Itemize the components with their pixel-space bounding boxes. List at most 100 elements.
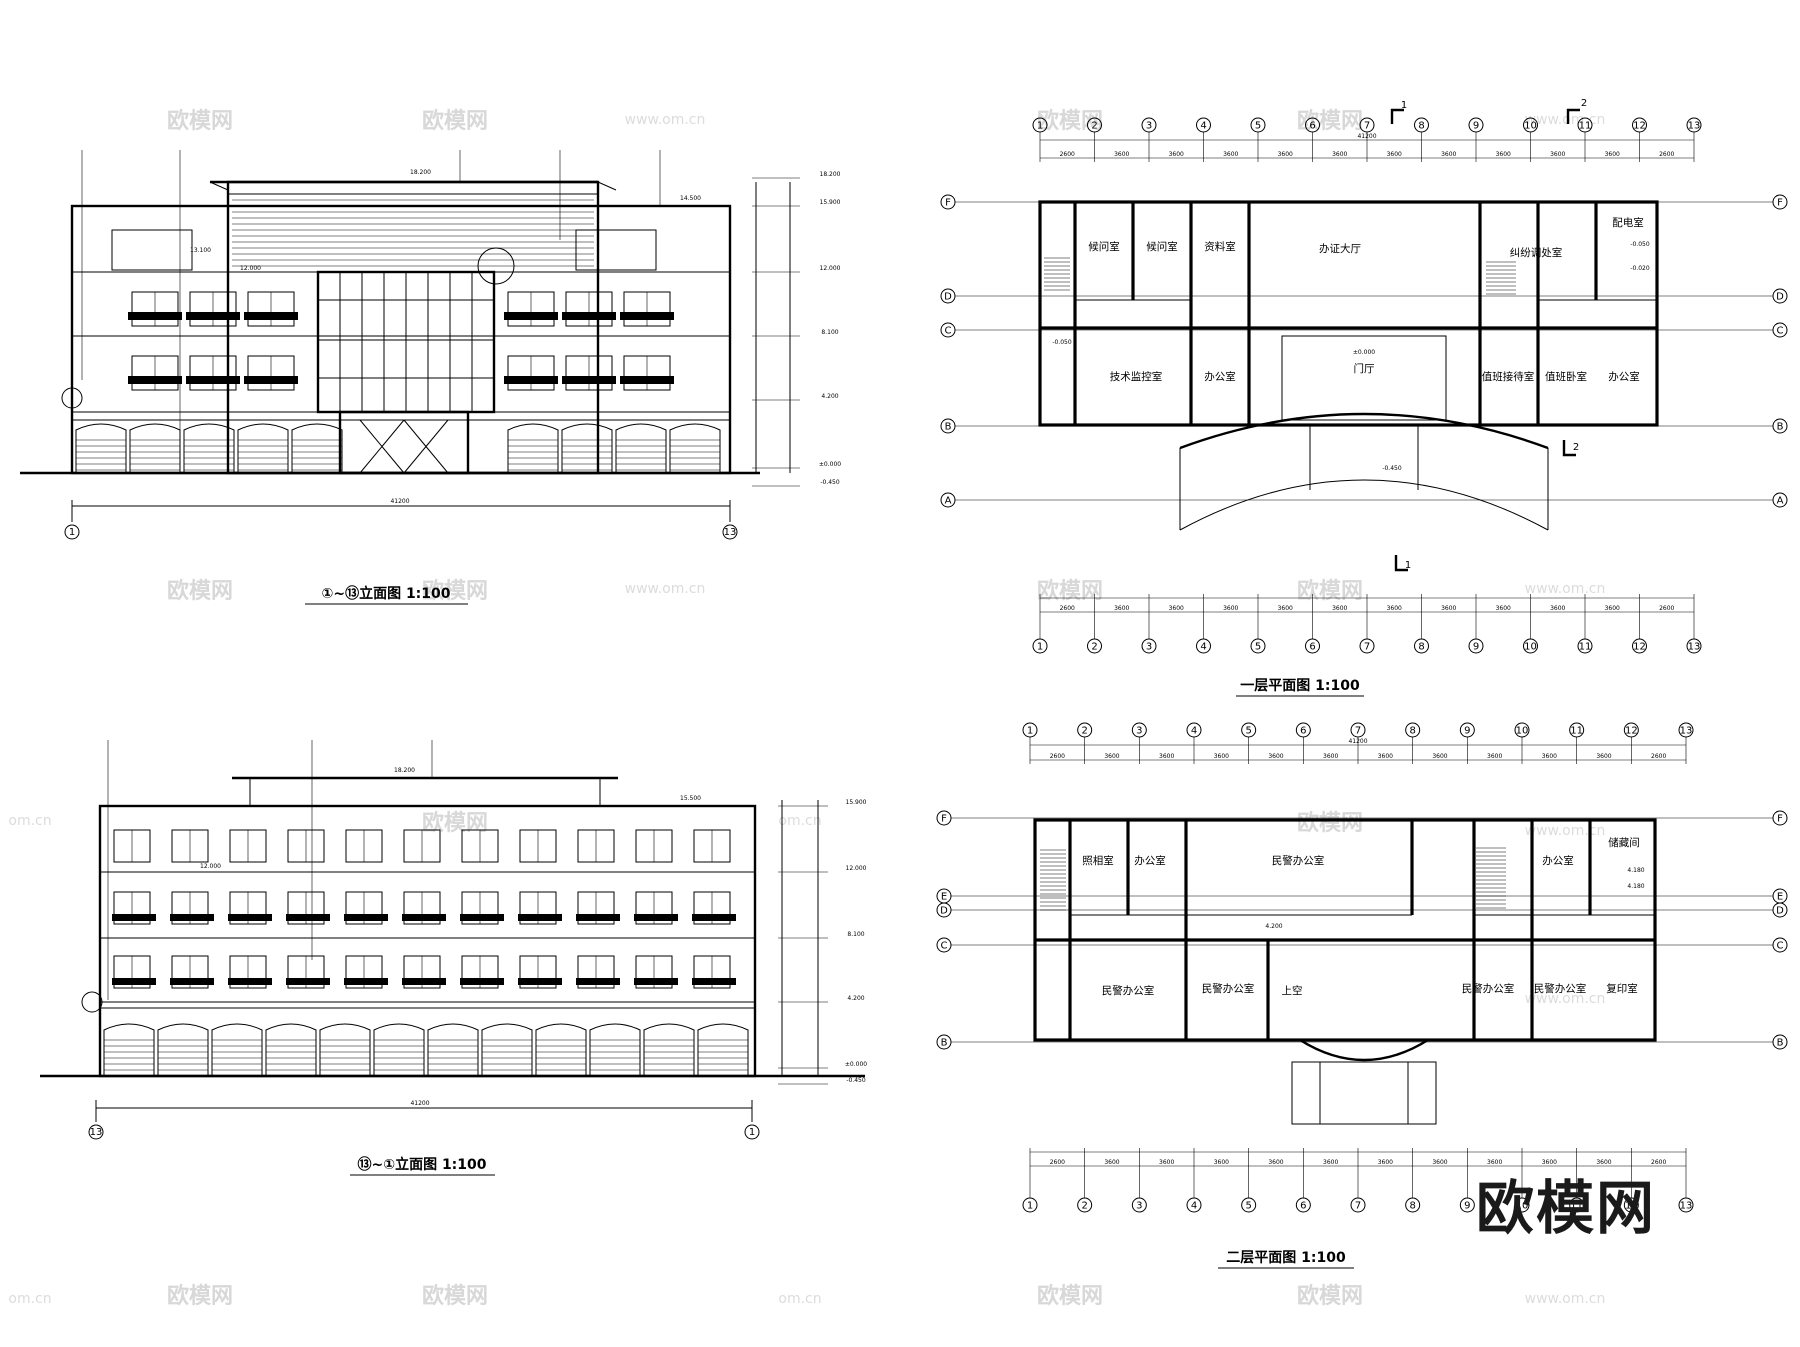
axis-label: 6 [1300, 726, 1306, 737]
row-axis-label: E [1777, 892, 1783, 903]
room-label: 照相室 [1082, 854, 1114, 867]
bay-dim: 3600 [1268, 753, 1283, 760]
axis-label: 8 [1409, 1201, 1415, 1212]
arch-window [669, 423, 721, 473]
arch-window [265, 1023, 317, 1076]
bay-dim: 3600 [1114, 605, 1129, 612]
balcony-rail [170, 914, 214, 921]
section-cut [1394, 555, 1408, 572]
axis-label: 3 [1146, 642, 1152, 653]
axis-label: 1 [1037, 642, 1043, 653]
bay-dim: 3600 [1596, 1159, 1611, 1166]
bay-dim: 3600 [1432, 1159, 1447, 1166]
balcony-rail [692, 914, 736, 921]
watermark-brand: 欧模网 [422, 1283, 488, 1309]
rear-total-dim: 41200 [410, 1100, 429, 1107]
axis-label: 13 [1688, 121, 1701, 132]
row-axis-label: F [1777, 814, 1783, 825]
bay-dim: 3600 [1278, 605, 1293, 612]
balcony-rail [692, 978, 736, 985]
section-cut-label: 2 [1581, 98, 1587, 109]
axis-label: 7 [1355, 1201, 1361, 1212]
front-elevation-title: ①~⑬立面图 1:100 [321, 585, 450, 602]
row-axis-label: E [941, 892, 947, 903]
row-axis-label: D [1776, 292, 1784, 303]
watermark-brand: 欧模网 [1297, 108, 1363, 134]
section-cut [1562, 440, 1576, 457]
front-elevation: 1 13 41200 18.200 14.500 13.100 12.000 1… [20, 150, 841, 605]
axis-label: 13 [1680, 1201, 1693, 1212]
level-mark: -0.450 [846, 1077, 866, 1084]
level-mark: 18.200 [820, 171, 841, 178]
arch-window [211, 1023, 263, 1076]
arch-window [643, 1023, 695, 1076]
axis-label: 10 [1524, 642, 1537, 653]
watermark-site: www.om.cn [1525, 112, 1606, 128]
room-label: 上空 [1282, 984, 1303, 997]
room-label: 民警办公室 [1462, 982, 1515, 995]
front-mark-3: 12.000 [240, 265, 261, 272]
bay-dim: 2600 [1060, 605, 1075, 612]
front-mark-parapet: 14.500 [680, 195, 701, 202]
elevation-mark: 4.180 [1627, 867, 1644, 874]
bay-dim: 3600 [1487, 1159, 1502, 1166]
arch-window [427, 1023, 479, 1076]
bay-dim: 2600 [1050, 1159, 1065, 1166]
arch-window [481, 1023, 533, 1076]
bay-dim: 2600 [1060, 151, 1075, 158]
axis-label: 10 [1516, 726, 1529, 737]
bay-dim: 3600 [1268, 1159, 1283, 1166]
row-axis-label: F [941, 814, 947, 825]
level-mark: 15.900 [846, 799, 867, 806]
watermark-site: www.om.cn [1525, 1291, 1606, 1307]
bay-dim: 3600 [1550, 151, 1565, 158]
balcony-rail [228, 914, 272, 921]
row-axis-label: C [1777, 326, 1784, 337]
axis-label: 8 [1418, 642, 1424, 653]
bay-dim: 3600 [1323, 1159, 1338, 1166]
balcony-rail [576, 914, 620, 921]
room-label: 门厅 [1354, 362, 1375, 375]
bay-dim: 3600 [1441, 151, 1456, 158]
row-axis-label: B [945, 422, 952, 433]
axis-label: 10 [1524, 121, 1537, 132]
bay-dim: 3600 [1542, 753, 1557, 760]
room-label: 候问室 [1088, 240, 1120, 253]
elevation-mark: -0.050 [1630, 241, 1650, 248]
balcony-rail [402, 914, 446, 921]
row-axis-label: C [1777, 941, 1784, 952]
room-label: 值班卧室 [1545, 370, 1587, 383]
room-label: 民警办公室 [1102, 984, 1155, 997]
axis-label: 1 [1037, 121, 1043, 132]
axis-label: 11 [1570, 1201, 1583, 1212]
row-axis-label: F [945, 198, 951, 209]
room-label: 值班接待室 [1482, 370, 1535, 383]
bay-dim: 3600 [1214, 1159, 1229, 1166]
balcony-rail [186, 376, 240, 384]
axis-label: 4 [1200, 121, 1206, 132]
axis-label: 9 [1464, 726, 1470, 737]
arch-window [697, 1023, 749, 1076]
balcony-rail [504, 312, 558, 320]
bay-dim: 3600 [1114, 151, 1129, 158]
arch-window [75, 423, 127, 473]
axis-label: 10 [1516, 1201, 1529, 1212]
svg-text:13: 13 [90, 1127, 103, 1138]
bay-dim: 2600 [1651, 1159, 1666, 1166]
bay-dim: 3600 [1323, 753, 1338, 760]
balcony-rail [518, 978, 562, 985]
section-cut [1566, 108, 1580, 124]
balcony-rail [518, 914, 562, 921]
bay-dim: 2600 [1050, 753, 1065, 760]
plan-second-floor: 1122334455667788991010111112121313260026… [936, 722, 1788, 1269]
balcony-rail [170, 978, 214, 985]
row-axis-label: A [1777, 496, 1784, 507]
balcony-rail [128, 376, 182, 384]
bay-dim: 3600 [1223, 151, 1238, 158]
axis-label: 2 [1091, 121, 1097, 132]
section-cut [1390, 108, 1404, 124]
bay-dim: 3600 [1542, 1159, 1557, 1166]
room-label: 技术监控室 [1110, 370, 1163, 383]
plan-1f-title: 一层平面图 1:100 [1240, 678, 1360, 694]
row-axis-label: B [1777, 1038, 1784, 1049]
